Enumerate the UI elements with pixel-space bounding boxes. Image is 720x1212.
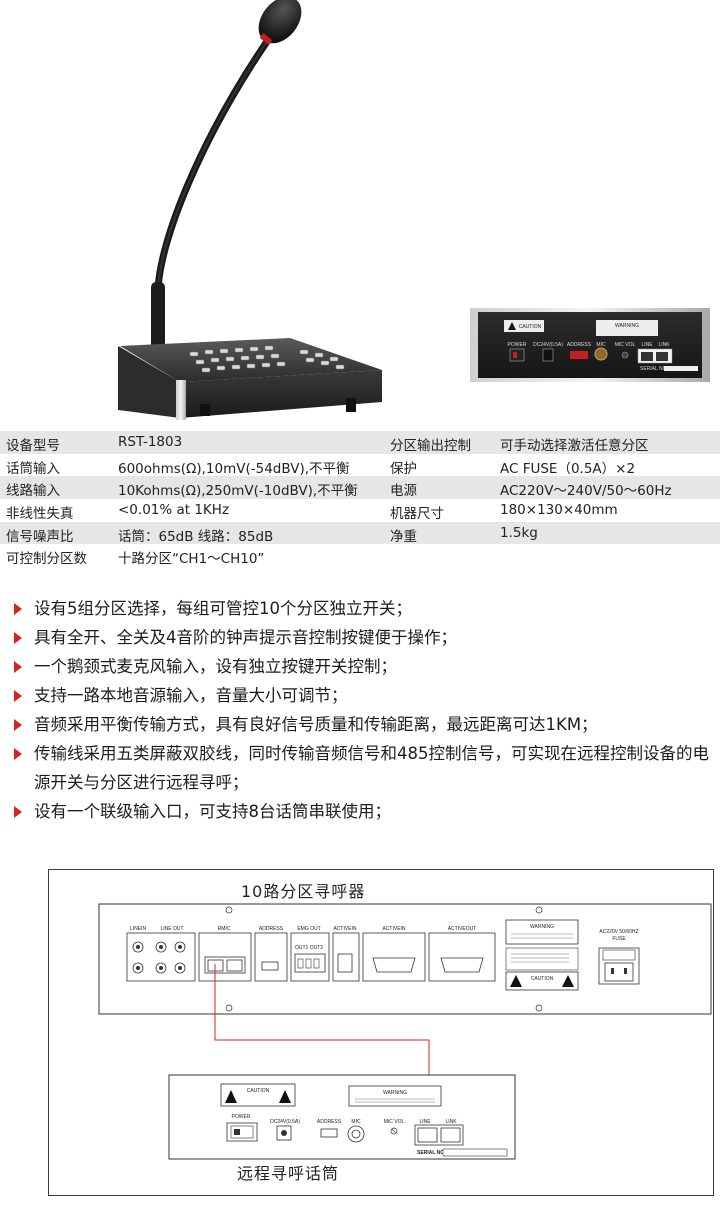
spec-value: 十路分区“CH1～CH10” [118,551,265,568]
spec-value: AC FUSE（0.5A）×2 [500,460,636,477]
feature-item: 支持一路本地音源输入，音量大小可调节； [14,681,714,710]
feature-text: 支持一路本地音源输入，音量大小可调节； [34,686,348,705]
spec-label: 信号噪声比 [6,528,74,545]
rear-line-label: LINE [641,342,653,348]
spec-value: <0.01% at 1KHz [118,502,230,519]
spec-row: 线路输入 10Kohms(Ω),250mV(-10dBV),不平衡 电源 AC220V… [0,476,720,499]
spec-label: 话筒输入 [6,460,60,477]
host-out1out2-label: OUT1 OUT2 [295,945,323,951]
remote-caution-label: CAUTION [247,1088,270,1094]
host-emgout-label: EMG OUT [297,926,320,932]
host-fuse-label: FUSE [612,936,626,942]
spec-label: 非线性失真 [6,506,74,523]
spec-value: 话筒：65dB 线路：85dB [118,528,274,545]
remote-mic-label: MIC [351,1119,361,1125]
spec-row: 可控制分区数 十路分区“CH1～CH10” [0,544,720,567]
rear-warning-label: WARNING [615,323,639,329]
gooseneck-microphone [151,0,302,356]
spec-table: 设备型号 RST-1803 分区输出控制 可手动选择激活任意分区话筒输入 600ohms… [0,431,720,567]
spec-value: 1.5kg [500,524,538,541]
remote-title: 远程寻呼话筒 [237,1164,340,1183]
spec-label: 保护 [390,460,417,477]
spec-value: 600ohms(Ω),10mV(-54dBV),不平衡 [118,460,350,477]
host-caution-label: CAUTION [531,976,554,982]
feature-item: 具有全开、全关及4音阶的钟声提示音控制按键便于操作； [14,623,714,652]
feature-list: 设有5组分区选择，每组可管控10个分区独立开关； 具有全开、全关及4音阶的钟声提示… [14,594,714,826]
feature-text: 音频采用平衡传输方式，具有良好信号质量和传输距离，最远距离可达1KM； [34,715,598,734]
wiring-diagram: 10路分区寻呼器 远程寻呼话筒 LINEIN LINE OUT RMIC AD [48,869,714,1196]
feature-item: 传输线采用五类屏蔽双胶线，同时传输音频信号和485控制信号，可实现在远程控制设备… [14,739,714,797]
bullet-triangle-icon [14,806,22,818]
remote-line-label: LINE [419,1119,431,1125]
rear-micvol-label: MIC VOL [615,342,636,348]
host-power-spec-label: AC220V 50/60HZ [599,929,638,935]
spec-label: 机器尺寸 [390,506,444,523]
rear-panel-photo: CAUTION WARNING POWER DC24V(0.5A) ADDRES… [470,308,710,382]
host-address-label: ADDRESS [259,926,284,932]
host-rear-panel: LINEIN LINE OUT RMIC ADDRESS EMG OUT OUT… [98,903,712,1015]
feature-text: 具有全开、全关及4音阶的钟声提示音控制按键便于操作； [34,628,457,647]
feature-item: 一个鹅颈式麦克风输入，设有独立按键开关控制； [14,652,714,681]
product-illustration: CAUTION WARNING POWER DC24V(0.5A) ADDRES… [118,0,710,420]
host-activeout-label: ACTIVEOUT [448,926,477,932]
bullet-triangle-icon [14,661,22,673]
remote-rear-panel: CAUTION WARNING POWER DC24V(0.5A) ADDRES… [168,1074,516,1160]
host-lineout-label: LINE OUT [160,926,183,932]
remote-micvol-label: MIC VOL [384,1119,405,1125]
rear-power-label: POWER [508,342,527,348]
wiring-svg: LINEIN LINE OUT RMIC ADDRESS EMG OUT OUT… [98,903,712,1160]
remote-serial-label: SERIAL NO: [417,1150,446,1156]
host-activein-label: ACTIVEIN [382,926,405,932]
spec-label: 设备型号 [6,438,60,454]
bullet-triangle-icon [14,603,22,615]
spec-row: 信号噪声比 话筒：65dB 线路：85dB 净重 1.5kg [0,521,720,545]
feature-item: 设有5组分区选择，每组可管控10个分区独立开关； [14,594,714,623]
spec-row: 非线性失真 <0.01% at 1KHz 机器尺寸 180×130×40mm [0,499,720,522]
rear-caution-label: CAUTION [519,324,542,330]
rear-mic-label: MIC [596,342,606,348]
spec-value: RST-1803 [118,434,183,450]
spec-value: 180×130×40mm [500,502,618,519]
remote-dc-label: DC24V(0.5A) [270,1119,300,1125]
rear-dc-label: DC24V(0.5A) [533,342,563,348]
remote-power-label: POWER [232,1114,251,1120]
bullet-triangle-icon [14,719,22,731]
feature-text: 设有一个联级输入口，可支持8台话筒串联使用； [34,802,391,821]
bullet-triangle-icon [14,748,22,760]
bullet-triangle-icon [14,690,22,702]
spec-label: 线路输入 [6,483,60,500]
remote-warning-label: WARNING [383,1090,407,1096]
feature-text: 一个鹅颈式麦克风输入，设有独立按键开关控制； [34,657,397,676]
spec-row: 设备型号 RST-1803 分区输出控制 可手动选择激活任意分区 [0,431,720,454]
host-title: 10路分区寻呼器 [241,882,366,901]
paging-console [118,338,382,420]
spec-row: 话筒输入 600ohms(Ω),10mV(-54dBV),不平衡 保护 AC FUSE… [0,454,720,477]
spec-label: 分区输出控制 [390,438,471,454]
spec-label: 电源 [390,483,417,500]
host-linein-label: LINEIN [130,926,147,932]
spec-value: AC220V～240V/50～60Hz [500,483,672,500]
spec-label: 净重 [390,528,417,545]
rear-address-label: ADDRESS [567,342,592,348]
rear-serial-label: SERIAL NO: [640,366,668,372]
rear-link-label: LINK [658,342,670,348]
product-photos: CAUTION WARNING POWER DC24V(0.5A) ADDRES… [0,0,720,430]
remote-address-label: ADDRESS [317,1119,342,1125]
host-activein-small-label: ACTIVEIN [333,926,356,932]
feature-item: 音频采用平衡传输方式，具有良好信号质量和传输距离，最远距离可达1KM； [14,710,714,739]
spec-value: 10Kohms(Ω),250mV(-10dBV),不平衡 [118,483,358,500]
spec-value: 可手动选择激活任意分区 [500,438,649,454]
host-rmic-label: RMIC [218,926,231,932]
remote-link-label: LINK [445,1119,457,1125]
spec-label: 可控制分区数 [6,551,87,568]
feature-item: 设有一个联级输入口，可支持8台话筒串联使用； [14,797,714,826]
feature-text: 传输线采用五类屏蔽双胶线，同时传输音频信号和485控制信号，可实现在远程控制设备… [34,744,709,792]
bullet-triangle-icon [14,632,22,644]
feature-text: 设有5组分区选择，每组可管控10个分区独立开关； [34,599,412,618]
host-warning-label: WARNING [530,924,554,930]
